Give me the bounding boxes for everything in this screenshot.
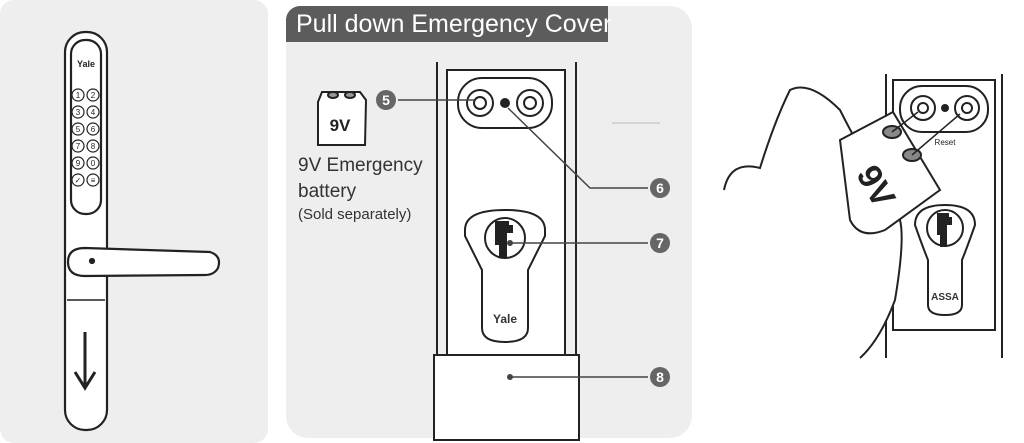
left-panel bbox=[0, 0, 268, 443]
handle-pivot bbox=[88, 257, 96, 265]
battery-badge: 9V bbox=[330, 116, 351, 135]
keypad-key: ✓ bbox=[71, 173, 85, 187]
cylinder-logo: Yale bbox=[493, 312, 517, 326]
battery-icon bbox=[317, 91, 368, 146]
keypad-key-label: ✓ bbox=[75, 176, 82, 185]
keypad-panel bbox=[69, 38, 103, 216]
terminal-right bbox=[516, 89, 544, 117]
terminal-housing-right bbox=[899, 85, 989, 133]
keypad-key: 5 bbox=[71, 122, 85, 136]
callout-5: 5 bbox=[376, 90, 396, 110]
door-handle-illustration bbox=[63, 30, 221, 432]
keypad-key: 1 bbox=[71, 88, 85, 102]
keypad-key-label: 7 bbox=[76, 142, 81, 151]
terminal-left bbox=[466, 89, 494, 117]
keypad-key-label: 8 bbox=[91, 142, 96, 151]
keypad-key: 3 bbox=[71, 105, 85, 119]
callout-number: 6 bbox=[656, 180, 664, 196]
callout-number: 7 bbox=[656, 235, 664, 251]
keypad-key: 8 bbox=[86, 139, 100, 153]
callout-7: 7 bbox=[650, 233, 670, 253]
callout-markers: 5 6 7 8 bbox=[376, 90, 670, 387]
battery-label: 9V Emergency battery bbox=[298, 153, 423, 205]
sold-separately-note: (Sold separately) bbox=[298, 206, 412, 223]
keypad-key-label: 9 bbox=[76, 159, 81, 168]
section-title: Pull down Emergency Cover bbox=[286, 6, 611, 42]
handle-body bbox=[63, 30, 109, 432]
yale-logo: Yale bbox=[77, 59, 95, 69]
keypad-key: 2 bbox=[86, 88, 100, 102]
callout-line-6 bbox=[507, 107, 648, 189]
battery-insertion-illustration bbox=[723, 74, 1003, 359]
keypad-key: 0 bbox=[86, 156, 100, 170]
keypad-key: 6 bbox=[86, 122, 100, 136]
keypad-key: 9 bbox=[71, 156, 85, 170]
arrow-head bbox=[73, 371, 97, 391]
battery-label-line1: 9V Emergency bbox=[298, 155, 423, 176]
keypad: 1 2 3 4 5 6 7 8 9 0 ✓ ≡ bbox=[71, 88, 100, 187]
callout-8: 8 bbox=[650, 367, 670, 387]
lock-exploded-view bbox=[433, 62, 580, 441]
keypad-key-label: 2 bbox=[91, 91, 96, 100]
keypad-key-label: 4 bbox=[91, 108, 96, 117]
lever-handle bbox=[66, 246, 221, 278]
keypad-key-label: 5 bbox=[76, 125, 81, 134]
key-cylinder bbox=[484, 217, 526, 259]
keypad-key: ≡ bbox=[86, 173, 100, 187]
emergency-cover bbox=[433, 354, 580, 441]
keypad-key-label: 0 bbox=[91, 159, 96, 168]
keypad-key-label: 6 bbox=[91, 125, 96, 134]
keypad-key: 7 bbox=[71, 139, 85, 153]
battery-in-hand bbox=[838, 110, 942, 235]
keypad-key: 4 bbox=[86, 105, 100, 119]
callout-6: 6 bbox=[650, 178, 670, 198]
cylinder-cover-right bbox=[913, 203, 977, 317]
callout-number: 5 bbox=[382, 92, 390, 108]
keypad-key-label: 3 bbox=[76, 108, 81, 117]
keypad-key-label: 1 bbox=[76, 91, 81, 100]
keypad-key-label: ≡ bbox=[91, 176, 96, 185]
callout-number: 8 bbox=[656, 369, 664, 385]
battery-label-line2: battery bbox=[298, 181, 357, 202]
reset-button bbox=[500, 98, 510, 108]
assa-logo: ASSA bbox=[931, 292, 959, 303]
reset-label: Reset bbox=[935, 138, 957, 147]
